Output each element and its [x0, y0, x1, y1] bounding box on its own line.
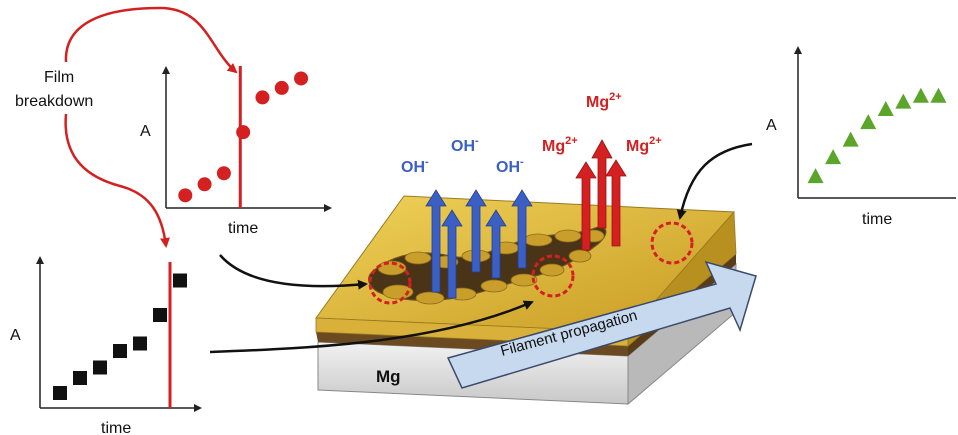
magnesium-labels: Mg2+ Mg2+ Mg2+: [542, 91, 662, 155]
chart3-point-7: [912, 87, 929, 103]
dashed-circle-left: [368, 261, 412, 305]
chart2-point-5: [133, 336, 147, 351]
chart2-xlabel: time: [101, 420, 131, 435]
chart3-xlabel: time: [862, 211, 892, 228]
chart1-xlabel: time: [228, 220, 258, 237]
chart2-ylabel: A: [10, 327, 21, 344]
chart1-point-4: [236, 125, 251, 140]
chart-green-triangles: A time: [766, 46, 956, 228]
chart3-point-4: [860, 114, 877, 130]
mg-label: Mg: [376, 367, 401, 386]
mg-ion-label-2: Mg2+: [542, 135, 578, 155]
hydroxide-arrows: [425, 189, 533, 299]
hydroxide-labels: OH- OH- OH-: [401, 135, 524, 176]
chart1-point-5: [255, 90, 270, 105]
oh-label-2: OH-: [451, 135, 479, 155]
breakdown-arrow-bottom: [64, 113, 170, 248]
chart2-point-7: [173, 273, 187, 288]
dashed-circle-right: [650, 221, 694, 265]
connector-arrow-top-left: [219, 254, 368, 290]
chart3-point-1: [807, 168, 824, 184]
chart1-point-7: [294, 71, 309, 86]
mg-ion-label-3: Mg2+: [626, 135, 662, 155]
chart1-point-2: [197, 177, 212, 192]
chart1-point-3: [216, 166, 231, 181]
mg-ion-label-1: Mg2+: [586, 91, 622, 111]
magnesium-ion-arrows: [575, 139, 627, 251]
oh-label-1: OH-: [401, 156, 429, 176]
chart3-point-2: [825, 149, 842, 165]
chart2-point-6: [153, 308, 167, 322]
chart-red-circles: A time: [140, 66, 332, 237]
breakdown-arrow-top: [64, 6, 238, 74]
dashed-circle-middle: [531, 254, 575, 298]
chart3-point-6: [895, 93, 912, 109]
chart2-point-3: [93, 360, 107, 375]
chart3-point-5: [877, 100, 894, 116]
chart1-point-6: [274, 80, 289, 95]
connector-arrow-right: [676, 142, 753, 220]
chart3-point-3: [842, 131, 859, 147]
mg-block: Mg Filament propagation: [315, 195, 757, 406]
chart3-ylabel: A: [766, 117, 777, 134]
chart1-ylabel: A: [140, 123, 151, 140]
film-breakdown-label-line2: breakdown: [15, 93, 93, 110]
chart1-point-1: [178, 188, 193, 203]
oh-label-3: OH-: [496, 156, 524, 176]
chart-black-squares: A time: [10, 256, 202, 435]
chart2-point-2: [73, 371, 87, 385]
chart3-point-8: [930, 87, 947, 103]
connector-arrow-bottom-left: [209, 300, 534, 354]
film-breakdown-label-line1: Film: [44, 69, 74, 86]
chart2-point-1: [53, 386, 67, 400]
chart2-point-4: [113, 344, 127, 358]
